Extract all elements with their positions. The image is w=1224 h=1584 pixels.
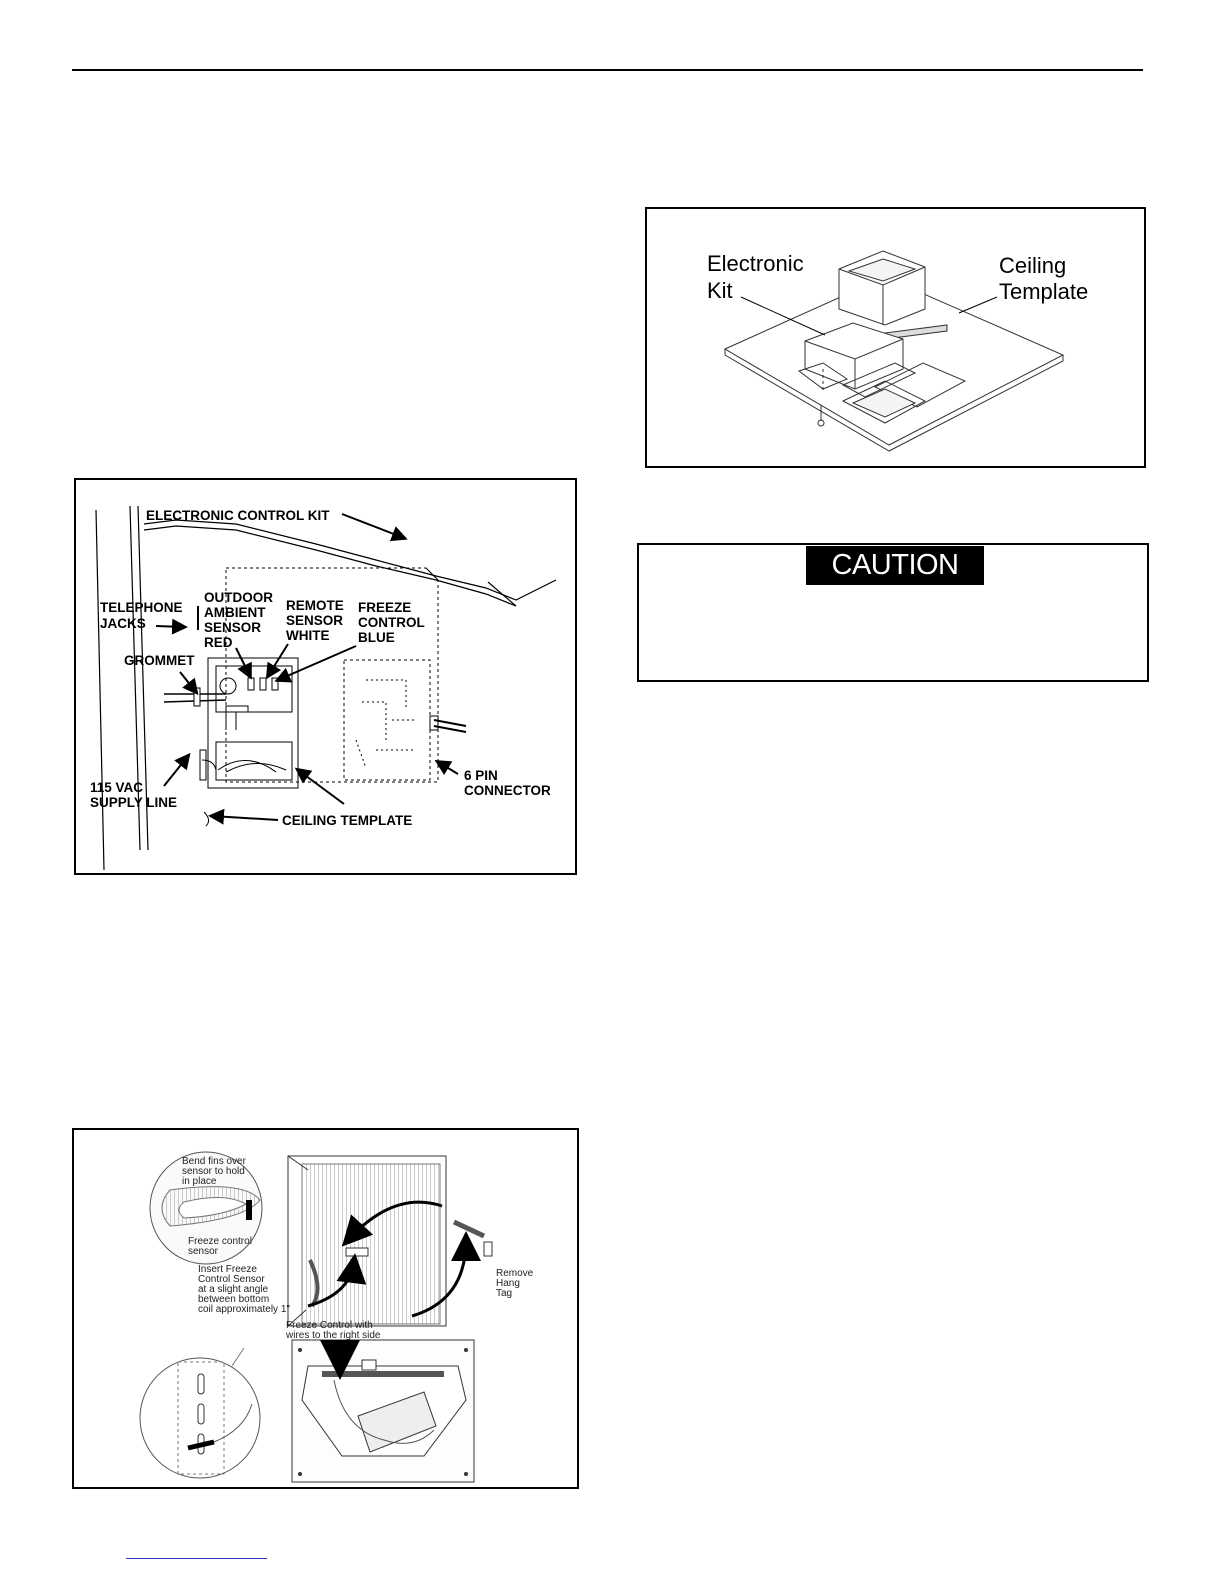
label-wires-2: wires to the right side (285, 1330, 381, 1341)
label-blue: BLUE (358, 630, 395, 645)
label-insert-4: between bottom (198, 1294, 269, 1305)
label-bend-2: sensor to hold (182, 1166, 245, 1177)
label-remote: REMOTE (286, 598, 344, 613)
label-electronic: Electronic (707, 251, 804, 276)
ceiling-template-figure: Electronic Kit Ceiling Template (645, 207, 1146, 468)
label-sensor: SENSOR (204, 620, 261, 635)
label-insert-2: Control Sensor (198, 1274, 265, 1285)
label-insert-5: coil approximately 1" (198, 1304, 290, 1315)
label-wires-1: Freeze Control with (286, 1320, 373, 1331)
label-ceiling-template: CEILING TEMPLATE (282, 813, 412, 828)
control-kit-figure: ELECTRONIC CONTROL KIT TELEPHONE JACKS O… (74, 478, 577, 875)
label-ambient: AMBIENT (204, 605, 266, 620)
label-jacks: JACKS (100, 616, 146, 631)
label-telephone: TELEPHONE (100, 600, 183, 615)
label-insert-3: at a slight angle (198, 1284, 268, 1295)
label-outdoor: OUTDOOR (204, 590, 273, 605)
label-electronic-control-kit: ELECTRONIC CONTROL KIT (146, 508, 330, 523)
label-red: RED (204, 635, 233, 650)
label-kit: Kit (707, 278, 733, 303)
label-freeze: FREEZE (358, 600, 411, 615)
label-grommet: GROMMET (124, 653, 195, 668)
label-tag: Tag (496, 1288, 512, 1299)
label-control: CONTROL (358, 615, 425, 630)
label-connector: CONNECTOR (464, 783, 551, 798)
label-ceiling: Ceiling (999, 253, 1066, 278)
label-insert-1: Insert Freeze (198, 1264, 257, 1275)
label-freeze-sensor-1: Freeze control (188, 1236, 252, 1247)
label-template: Template (999, 279, 1088, 304)
label-bend-3: in place (182, 1176, 217, 1187)
header-rule (72, 69, 1143, 71)
caution-badge: CAUTION (806, 546, 984, 585)
label-supply-line: SUPPLY LINE (90, 795, 177, 810)
label-bend-1: Bend fins over (182, 1156, 247, 1167)
label-white: WHITE (286, 628, 330, 643)
footer-link-underline[interactable] (126, 1558, 267, 1559)
label-remove: Remove (496, 1268, 534, 1279)
label-6-pin: 6 PIN (464, 768, 498, 783)
label-hang: Hang (496, 1278, 520, 1289)
freeze-sensor-figure: Bend fins over sensor to hold in place F… (72, 1128, 579, 1489)
label-remote-sensor: SENSOR (286, 613, 343, 628)
label-freeze-sensor-2: sensor (188, 1246, 219, 1257)
label-115-vac: 115 VAC (90, 780, 143, 795)
